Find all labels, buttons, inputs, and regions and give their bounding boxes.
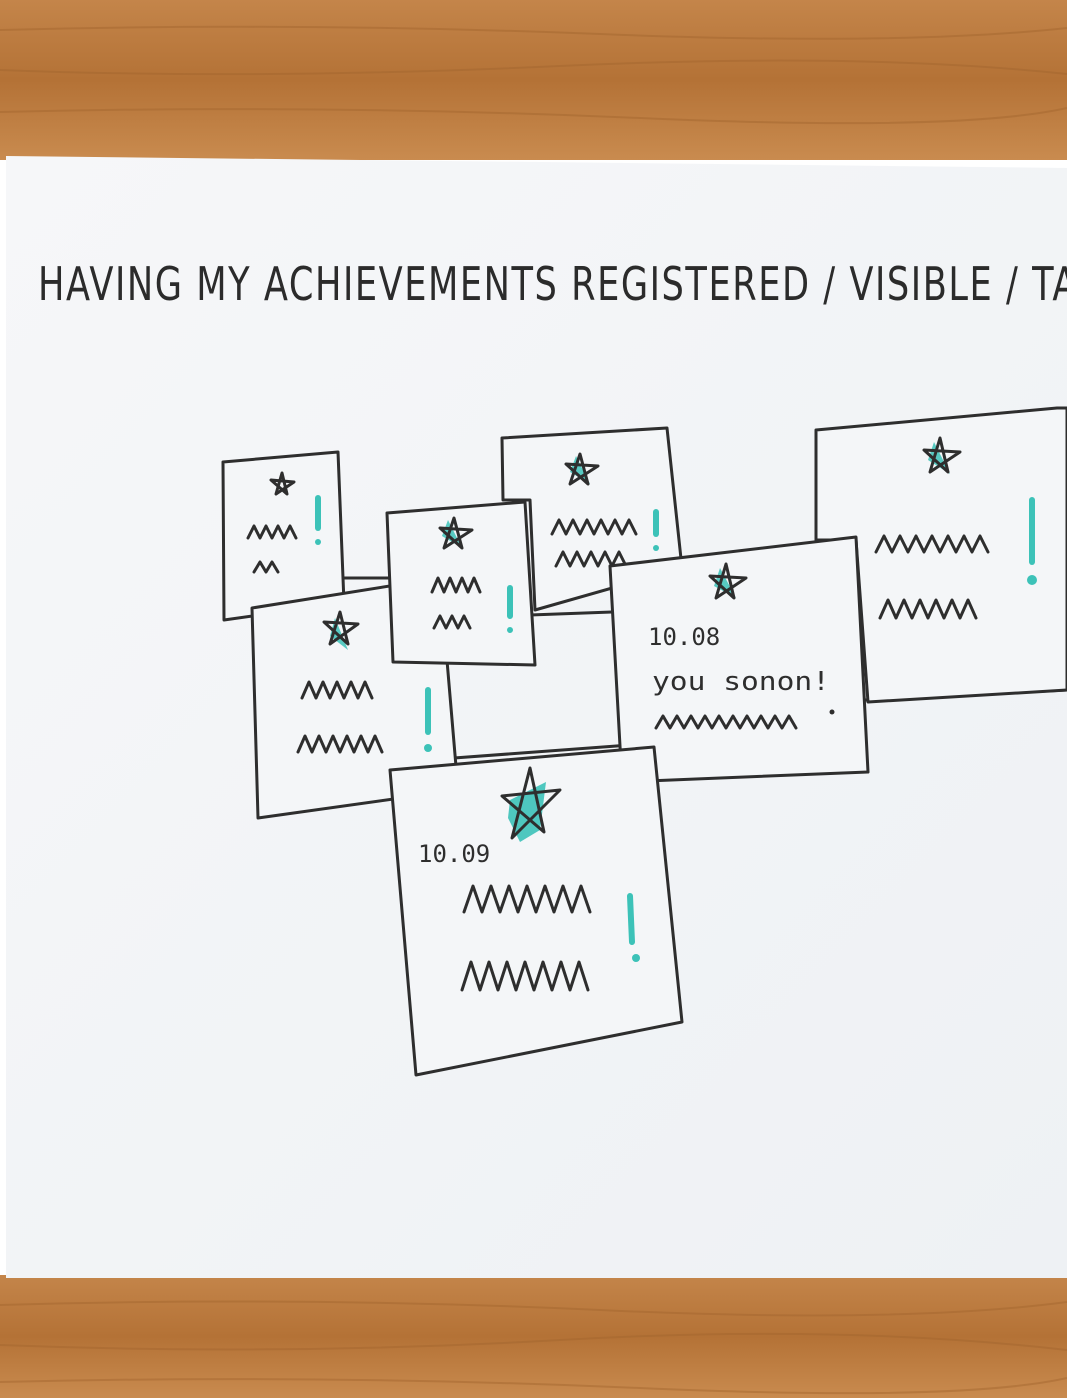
- wood-grain-top: [0, 25, 1067, 125]
- star-icon: [564, 452, 600, 486]
- wood-table-top: [0, 0, 1067, 160]
- achievement-card-dated: 10.08 you sonon!: [608, 535, 870, 784]
- achievement-card: [221, 450, 346, 622]
- star-icon: [708, 562, 748, 600]
- paper-sheet: [6, 156, 1067, 1278]
- card-date: 10.09: [418, 840, 490, 868]
- star-icon: [322, 610, 360, 646]
- achievement-card-dated: 10.09: [388, 745, 684, 1077]
- card-note: you sonon!: [652, 667, 830, 697]
- star-icon: [269, 471, 296, 496]
- sketch-title: HAVING MY ACHIEVEMENTS REGISTERED / VISI…: [38, 257, 1067, 311]
- star-icon: [500, 766, 562, 840]
- card-date: 10.08: [648, 623, 720, 651]
- star-icon: [438, 516, 474, 550]
- wood-table-bottom: [0, 1275, 1067, 1398]
- wood-grain-bottom: [0, 1300, 1067, 1395]
- achievement-card: [385, 500, 537, 667]
- exclamation-icon: [627, 893, 635, 945]
- star-icon: [922, 436, 962, 474]
